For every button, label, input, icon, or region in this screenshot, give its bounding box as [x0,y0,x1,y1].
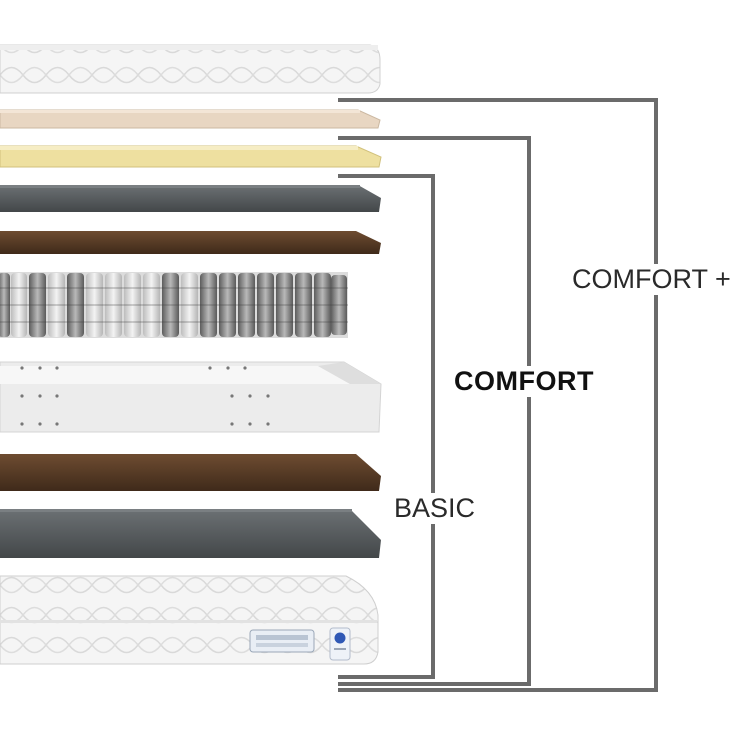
latex-layer [0,109,381,129]
comfort-plus-label: COMFORT + [572,264,731,295]
top-cover-layer [0,44,381,94]
pocket-springs-layer [0,272,348,338]
grey-foam-layer-bottom [0,509,381,558]
comfort-label: COMFORT [450,366,598,397]
basic-label: BASIC [392,493,478,524]
grey-foam-layer-top [0,185,381,212]
comfort-plus-bracket [338,98,658,692]
bottom-cover-layer [0,575,379,665]
brand-tag-icon [249,629,315,653]
coir-layer-bottom [0,454,381,491]
basic-bracket [338,174,435,679]
logo-badge-icon [329,627,351,661]
coir-layer-top [0,231,381,254]
memory-foam-layer [0,145,382,168]
comfort-bracket [338,136,531,686]
foam-frame-layer [0,361,382,433]
